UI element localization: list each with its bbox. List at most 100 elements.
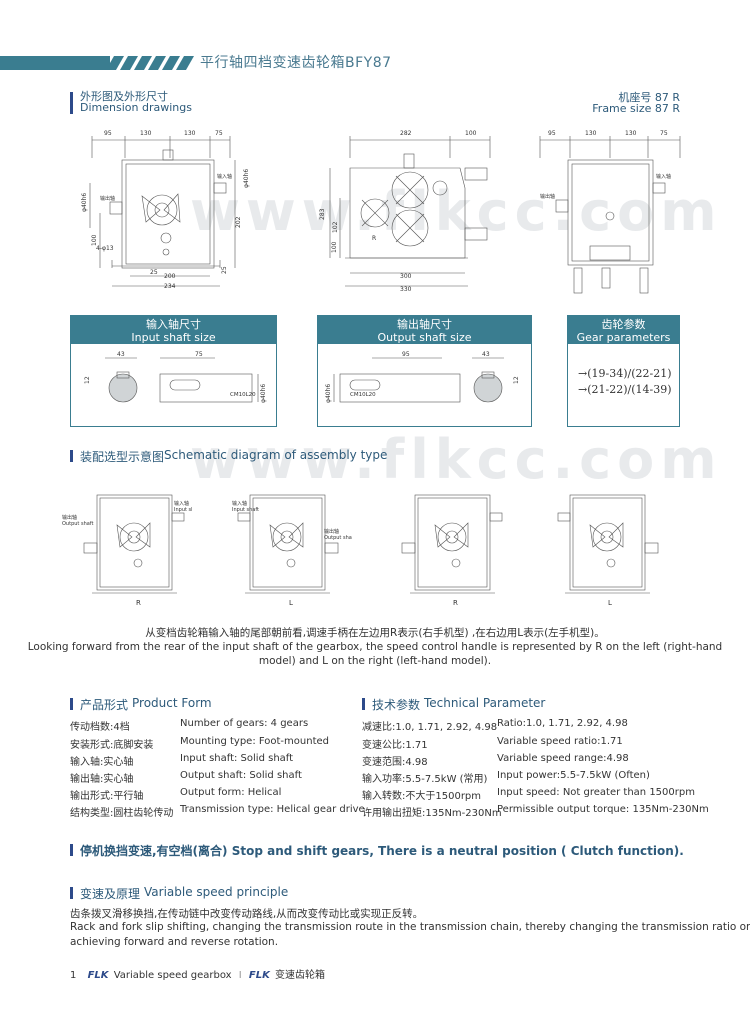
svg-text:输入轴: 输入轴 (656, 173, 671, 180)
svg-text:330: 330 (400, 286, 412, 293)
assembly-desc-en-1: Looking forward from the rear of the inp… (27, 641, 723, 653)
frame-size-cn: 机座号 87 R (618, 91, 680, 104)
svg-text:95: 95 (402, 351, 410, 358)
svg-text:95: 95 (104, 130, 112, 137)
svg-text:R: R (136, 599, 141, 607)
page-title: 平行轴四档变速齿轮箱BFY87 (200, 55, 392, 71)
principle-line-cn: 齿条拨叉滑移换挡,在传动链中改变传动路线,从而改变传动比或实现正反转。 (70, 908, 424, 920)
product-form-title-cn: 产品形式 (80, 698, 129, 712)
svg-text:φ40h6: φ40h6 (325, 384, 332, 403)
output-shaft-title-en: Output shaft size (377, 331, 472, 344)
footer-brand-1: FLK (87, 970, 109, 981)
principle-title-en: Variable speed principle (144, 885, 289, 899)
svg-text:100: 100 (331, 241, 338, 253)
svg-text:输出轴: 输出轴 (62, 514, 77, 521)
tech-row: 变速公比:1.71 (362, 740, 428, 751)
svg-text:25: 25 (150, 269, 158, 276)
shift-statement: 停机换挡变速,有空档(离合) Stop and shift gears, The… (80, 844, 684, 858)
section-marker-shift (70, 844, 73, 856)
product-form-row-en: Number of gears: 4 gears (180, 718, 309, 729)
gear-params-title-cn: 齿轮参数 (601, 318, 646, 331)
tech-row-en: Variable speed ratio:1.71 (497, 736, 623, 747)
svg-text:R: R (372, 235, 376, 242)
dimension-title-cn: 外形图及外形尺寸 (80, 90, 168, 103)
tech-row-en: Ratio:1.0, 1.71, 2.92, 4.98 (497, 718, 628, 729)
header-stripes (0, 56, 194, 70)
section-marker-tech (362, 698, 365, 710)
svg-text:43: 43 (117, 351, 125, 358)
assembly-desc-en-2: model) and L on the right (left-hand mod… (258, 655, 492, 667)
svg-text:130: 130 (585, 130, 597, 137)
footer-separator: I (238, 970, 242, 981)
dimension-title-en: Dimension drawings (80, 101, 192, 114)
svg-text:输出轴: 输出轴 (540, 193, 555, 200)
svg-text:Output shaft: Output shaft (62, 521, 93, 527)
svg-text:283: 283 (319, 208, 326, 220)
output-shaft-header: 输出轴尺寸 Output shaft size (317, 315, 532, 344)
section-marker-principle (70, 887, 73, 899)
product-form-row-en: Input shaft: Solid shaft (180, 753, 294, 764)
frame-size-en: Frame size 87 R (592, 102, 680, 115)
gear-params-box (567, 344, 680, 427)
product-form-row: 安装形式:底脚安装 (70, 740, 154, 751)
tech-row: 变速范围:4.98 (362, 757, 428, 768)
svg-text:130: 130 (625, 130, 637, 137)
footer: 1 FLK Variable speed gearbox I FLK 变速齿轮箱 (70, 966, 325, 981)
input-shaft-title-cn: 输入轴尺寸 (146, 318, 201, 331)
product-form-row: 输入轴:实心轴 (70, 757, 134, 768)
input-shaft-title-en: Input shaft size (131, 331, 216, 344)
input-shaft-drawing: 43 75 12 CM10L20 φ40h6 (84, 351, 267, 403)
principle-line-en-2: achieving forward and reverse rotation. (70, 936, 279, 948)
assembly-diagram-3: R (401, 494, 503, 607)
svg-text:输入轴: 输入轴 (232, 500, 247, 507)
svg-text:130: 130 (184, 130, 196, 137)
gear-param-line-1: →(19-34)/(22-21) (578, 367, 672, 380)
svg-text:75: 75 (195, 351, 203, 358)
tech-title-en: Technical Parameter (424, 696, 546, 710)
principle-title-cn: 变速及原理 (80, 887, 141, 901)
tech-row-en: Input speed: Not greater than 1500rpm (497, 787, 695, 798)
svg-text:100: 100 (91, 234, 98, 246)
footer-text-1: Variable speed gearbox (113, 970, 232, 981)
assembly-diagram-1: 输出轴 Output shaft 输入轴 Input shaft R (62, 494, 192, 607)
assembly-title-cn: 装配选型示意图 (80, 450, 165, 464)
output-shaft-title-cn: 输出轴尺寸 (397, 318, 452, 331)
svg-text:4-φ13: 4-φ13 (96, 245, 114, 252)
svg-text:CM10L20: CM10L20 (350, 392, 376, 398)
product-form-row-en: Output shaft: Solid shaft (180, 770, 302, 781)
svg-text:95: 95 (548, 130, 556, 137)
assembly-title-en: Schematic diagram of assembly type (164, 448, 388, 462)
svg-text:L: L (289, 599, 293, 607)
svg-text:100: 100 (465, 130, 477, 137)
product-form-title-en: Product Form (132, 696, 212, 710)
footer-text-2: 变速齿轮箱 (275, 970, 326, 981)
tech-row-en: Input power:5.5-7.5kW (Often) (497, 770, 650, 781)
product-form-row-en: Transmission type: Helical gear drive (180, 804, 365, 815)
svg-text:Input shaft: Input shaft (174, 507, 192, 513)
section-marker-dimension (70, 92, 73, 114)
svg-text:Output shaft: Output shaft (324, 535, 352, 541)
svg-text:Input shaft: Input shaft (232, 507, 259, 513)
side-view-drawing: 282 100 283 102 100 300 330 R (319, 130, 491, 293)
output-shaft-box (317, 344, 532, 427)
svg-text:234: 234 (164, 283, 176, 290)
output-shaft-drawing: 95 43 12 CM10L20 φ40h6 (325, 351, 520, 403)
front-view-drawing: 95 130 130 75 φ40h6 100 4-φ13 202 25 200… (81, 130, 250, 290)
svg-text:CM10L20: CM10L20 (230, 392, 256, 398)
svg-text:φ40h6: φ40h6 (243, 169, 250, 188)
svg-text:75: 75 (215, 130, 223, 137)
watermark-middle: www.flkcc.com (190, 428, 723, 491)
principle-line-en-1: Rack and fork slip shifting, changing th… (70, 921, 750, 933)
svg-text:12: 12 (84, 376, 91, 384)
svg-text:75: 75 (660, 130, 668, 137)
svg-text:输入轴: 输入轴 (217, 173, 232, 180)
tech-row: 减速比:1.0, 1.71, 2.92, 4.98 (362, 722, 498, 733)
svg-text:输出轴: 输出轴 (324, 528, 339, 535)
gear-params-header: 齿轮参数 Gear parameters (567, 315, 680, 344)
product-form-row: 结构类型:圆柱齿轮传动 (70, 808, 174, 819)
svg-text:43: 43 (482, 351, 490, 358)
tech-row: 输入转数:不大于1500rpm (362, 791, 482, 802)
section-marker-product-form (70, 698, 73, 710)
gear-params-title-en: Gear parameters (576, 331, 671, 344)
product-form-row-en: Output form: Helical (180, 787, 282, 798)
